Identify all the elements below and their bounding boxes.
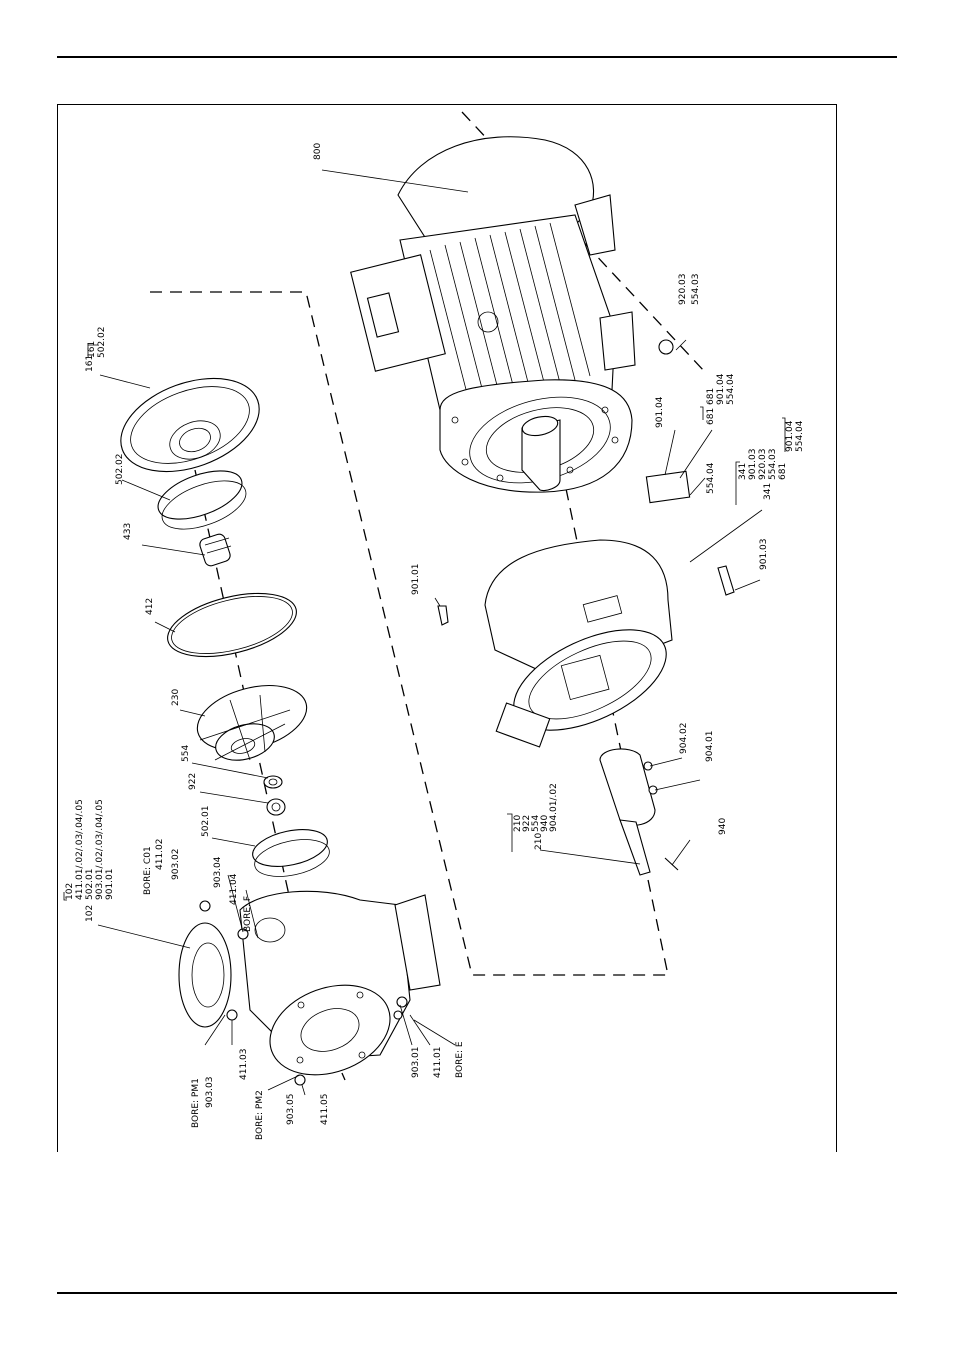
label-922: 922 (188, 773, 198, 790)
label-903-02: 903.02 (171, 849, 181, 881)
label-411-04: 411.04 (229, 873, 239, 905)
bottom-rule (57, 1292, 897, 1294)
impeller-230 (196, 685, 308, 761)
label-940: 940 (718, 818, 728, 835)
label-681: 681 (706, 408, 716, 425)
label-411-01: 411.01 (433, 1047, 443, 1079)
label-161-list-1: 502.02 (97, 327, 107, 359)
bolt-901-01 (437, 605, 449, 626)
label-901-03: 901.03 (759, 539, 769, 571)
label-412: 412 (145, 598, 155, 615)
label-102-list-2: 502.01 (85, 869, 95, 901)
shaft-210 (599, 748, 679, 876)
label-bore-c01: BORE: C01 (143, 846, 153, 895)
label-bore-f: BORE: F (243, 896, 253, 932)
label-903-05: 903.05 (286, 1094, 296, 1126)
label-901-04: 901.04 (655, 396, 665, 428)
label-554: 554 (181, 745, 191, 762)
top-rule (57, 56, 897, 58)
label-210-list-1: 922 (522, 815, 532, 832)
label-411-02: 411.02 (155, 839, 165, 871)
leader-lines (97, 169, 763, 1096)
label-102-list-0: 102 (65, 883, 75, 900)
label-502-02: 502.02 (115, 454, 125, 486)
label-903-04: 903.04 (213, 856, 223, 888)
label-904-02: 904.02 (679, 723, 689, 755)
plate-681 (495, 470, 691, 748)
label-341-list-4: 681 (778, 463, 788, 480)
label-920-03: 920.03 (678, 274, 688, 306)
label-230: 230 (171, 689, 181, 706)
label-433: 433 (123, 523, 133, 540)
label-210-list-2: 554 (531, 815, 541, 832)
label-904-01: 904.01 (705, 731, 715, 763)
label-341-list-1: 901.03 (748, 449, 758, 481)
label-903-03: 903.03 (205, 1077, 215, 1109)
label-554-04: 554.04 (706, 462, 716, 494)
callout-brackets (63, 344, 786, 901)
label-800: 800 (313, 143, 323, 160)
label-341-sub-0: 901.04 (785, 420, 795, 452)
label-341-sub-1: 554.04 (795, 420, 805, 452)
label-411-03: 411.03 (239, 1049, 249, 1081)
label-681-list-1: 901.04 (716, 373, 726, 405)
nut-920-03 (658, 339, 674, 355)
label-bore-pm2: BORE: PM2 (255, 1090, 265, 1140)
label-341-list-0: 341 (738, 463, 748, 480)
label-681-list-0: 681 (706, 388, 716, 405)
label-502-01: 502.01 (201, 806, 211, 838)
label-bore-e: BORE: E (455, 1041, 465, 1078)
nut-922 (266, 798, 286, 816)
wear-ring-502-02 (157, 470, 247, 530)
label-681-list-2: 554.04 (726, 373, 736, 405)
label-102: 102 (85, 905, 95, 922)
washer-554 (263, 775, 283, 789)
label-102-list-4: 901.01 (105, 869, 115, 901)
label-161: 161 (85, 355, 95, 372)
cover-161 (120, 377, 260, 473)
label-102-list-1: 411.01/.02/.03/.04/.05 (75, 799, 85, 900)
label-102-list-3: 903.01/.02/.03/.04/.05 (95, 799, 105, 900)
callout-labels: 800 161 161 502.02 502.02 433 412 230 55… (65, 143, 805, 1140)
label-161-list-0: 161 (87, 341, 97, 358)
label-411-05: 411.05 (320, 1094, 330, 1126)
label-903-01: 903.01 (411, 1047, 421, 1079)
motor-800 (350, 136, 636, 493)
label-210-list-4: 904.01/.02 (549, 783, 559, 832)
drive-lantern-341 (484, 539, 673, 731)
label-341-list-2: 920.03 (758, 449, 768, 481)
o-ring-412 (167, 592, 297, 658)
label-341: 341 (763, 483, 773, 500)
wear-ring-502-01 (252, 829, 328, 867)
label-210-list-3: 940 (540, 815, 550, 832)
label-210: 210 (534, 833, 544, 850)
label-554-03: 554.03 (691, 274, 701, 306)
label-341-list-3: 554.03 (768, 449, 778, 481)
label-901-01: 901.01 (411, 564, 421, 596)
bolt-901-03 (717, 565, 735, 596)
label-bore-pm1: BORE: PM1 (191, 1078, 201, 1128)
drawing-frame (57, 104, 837, 1152)
seal-433 (199, 533, 232, 567)
volute-casing-102 (178, 890, 441, 1076)
label-210-list-0: 210 (513, 815, 523, 832)
